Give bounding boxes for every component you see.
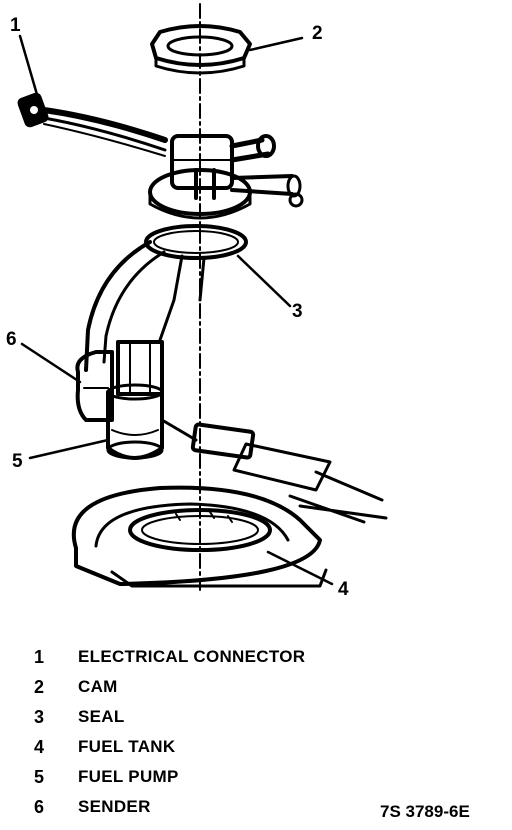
legend-label: SEAL xyxy=(78,707,125,726)
callout-4: 4 xyxy=(338,579,349,600)
legend-number: 5 xyxy=(34,766,45,787)
callout-1: 1 xyxy=(10,15,21,36)
electrical-connector xyxy=(17,92,168,157)
legend-item: 6 SENDER xyxy=(30,792,390,822)
fuel-pump xyxy=(106,340,164,460)
callout-5: 5 xyxy=(12,451,23,472)
fuel-tank-opening xyxy=(71,485,328,588)
leader-2 xyxy=(248,36,304,52)
legend-number: 1 xyxy=(34,646,45,667)
legend-item: 2 CAM xyxy=(30,672,390,702)
callout-6: 6 xyxy=(6,329,17,350)
legend-item: 1 ELECTRICAL CONNECTOR xyxy=(30,642,390,672)
leader-4 xyxy=(266,550,334,586)
legend-label: CAM xyxy=(78,677,118,696)
legend: 1 ELECTRICAL CONNECTOR 2 CAM 3 SEAL 4 FU… xyxy=(30,642,390,822)
sender-flange xyxy=(148,134,304,220)
sender-unit xyxy=(75,350,114,422)
cam-ring xyxy=(150,24,252,75)
legend-number: 3 xyxy=(34,706,45,727)
pump-connector xyxy=(160,418,388,524)
leader-3 xyxy=(236,254,292,308)
leader-5 xyxy=(28,438,110,460)
legend-label: SENDER xyxy=(78,797,151,816)
legend-item: 5 FUEL PUMP xyxy=(30,762,390,792)
sender-bracket xyxy=(84,240,206,372)
figure-reference-code: 7S 3789-6E xyxy=(380,802,470,821)
legend-label: FUEL TANK xyxy=(78,737,176,756)
legend-item: 3 SEAL xyxy=(30,702,390,732)
legend-item: 4 FUEL TANK xyxy=(30,732,390,762)
fuel-pump-sender-exploded-diagram xyxy=(17,3,388,591)
legend-number: 6 xyxy=(34,796,45,817)
legend-number: 2 xyxy=(34,676,45,697)
callout-2: 2 xyxy=(312,23,323,44)
legend-label: ELECTRICAL CONNECTOR xyxy=(78,647,306,666)
leader-1 xyxy=(18,34,40,100)
legend-number: 4 xyxy=(34,736,45,757)
callout-3: 3 xyxy=(292,301,303,322)
legend-label: FUEL PUMP xyxy=(78,767,179,786)
leader-6 xyxy=(20,342,82,384)
